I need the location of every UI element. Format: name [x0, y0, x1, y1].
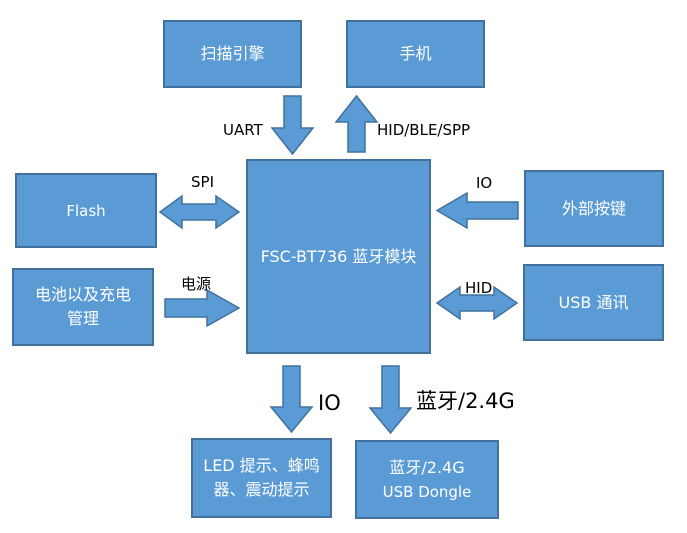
battery-label-line2: 管理 — [66, 309, 99, 328]
battery-label-line1: 电池以及充电 — [34, 285, 131, 304]
edge-label-hid-ble-spp: HID/BLE/SPP — [377, 121, 471, 139]
edge-label-io-led: IO — [318, 391, 341, 415]
scan-engine-box: 扫描引擎 — [163, 20, 302, 88]
battery-box: 电池以及充电 管理 — [12, 268, 154, 346]
core-module-box: FSC-BT736 蓝牙模块 — [246, 159, 431, 354]
usb-comm-label: USB 通讯 — [558, 292, 629, 312]
edge-label-spi: SPI — [191, 173, 214, 191]
arrow-spi — [158, 194, 241, 230]
arrow-hid-ble-spp — [334, 94, 379, 153]
edge-label-power: 电源 — [181, 275, 212, 293]
led-box: LED 提示、蜂鸣 器、震动提示 — [191, 438, 332, 518]
edge-label-uart: UART — [223, 121, 263, 139]
led-label-line2: 器、震动提示 — [213, 480, 310, 499]
scan-engine-label: 扫描引擎 — [200, 44, 265, 63]
arrow-power — [164, 288, 241, 328]
phone-label: 手机 — [399, 44, 432, 63]
phone-box: 手机 — [346, 20, 485, 88]
arrow-uart — [270, 95, 315, 156]
external-keys-box: 外部按键 — [524, 170, 664, 247]
led-label-line1: LED 提示、蜂鸣 — [203, 456, 320, 475]
arrow-hid-usb — [435, 285, 519, 321]
edge-label-io-keys: IO — [476, 174, 493, 192]
external-keys-label: 外部按键 — [561, 198, 626, 218]
arrow-bt-24g — [368, 365, 413, 435]
edge-label-hid-usb: HID — [465, 279, 493, 297]
dongle-label-line2: USB Dongle — [382, 482, 472, 501]
usb-comm-box: USB 通讯 — [523, 264, 664, 341]
arrow-io-led — [269, 365, 314, 434]
dongle-label-line1: 蓝牙/2.4G — [389, 457, 465, 477]
core-module-label: FSC-BT736 蓝牙模块 — [260, 246, 417, 266]
dongle-box: 蓝牙/2.4G USB Dongle — [355, 440, 499, 519]
flash-box: Flash — [15, 173, 157, 248]
flash-label: Flash — [66, 201, 106, 220]
edge-label-bt-24g: 蓝牙/2.4G — [416, 389, 515, 413]
arrow-io-keys — [435, 191, 519, 230]
